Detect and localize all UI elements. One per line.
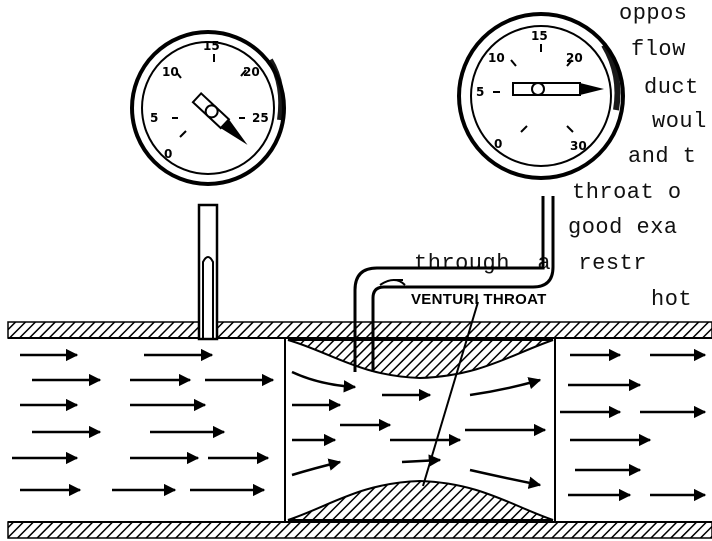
text-fragment: oppos	[619, 1, 688, 26]
pipe-top-wall	[7, 321, 712, 339]
gauge-tick-label: 25	[252, 111, 269, 125]
text-fragment: good exa	[568, 215, 678, 240]
text-fragment: hot	[651, 287, 693, 312]
venturi-throat-label: VENTURI THROAT	[411, 291, 547, 308]
gauge-tick-label: 10	[488, 51, 505, 65]
venturi-bottom-constriction	[287, 479, 554, 521]
gauge-tick-label: 5	[476, 85, 484, 99]
pipe-bottom-wall	[7, 521, 712, 539]
gauge-tick-label: 20	[566, 51, 583, 65]
text-fragment: and t	[628, 144, 697, 169]
gauge-tick-label: 20	[243, 65, 260, 79]
left-gauge-needle	[191, 91, 248, 145]
right-gauge-stem	[353, 196, 555, 372]
text-fragment: woul	[652, 109, 707, 134]
text-fragment: flow	[631, 37, 686, 62]
gauge-tick-label: 10	[162, 65, 179, 79]
gauge-tick-label: 0	[164, 147, 172, 161]
gauge-tick-label: 0	[494, 137, 502, 151]
right-pressure-gauge: 0 5 10 15 20 30	[457, 12, 625, 180]
text-fragment: duct	[644, 75, 699, 100]
left-pressure-gauge: 0 5 10 15 20 25	[130, 30, 286, 186]
right-gauge-needle	[512, 82, 604, 96]
left-gauge-stem	[197, 203, 219, 341]
flow-arrows	[12, 348, 707, 502]
gauge-tick-label: 5	[150, 111, 158, 125]
text-fragment: throat o	[572, 180, 682, 205]
gauge-tick-label: 15	[531, 29, 548, 43]
gauge-tick-label: 15	[203, 39, 220, 53]
gauge-tick-label: 30	[570, 139, 587, 153]
venturi-top-constriction	[287, 339, 554, 380]
